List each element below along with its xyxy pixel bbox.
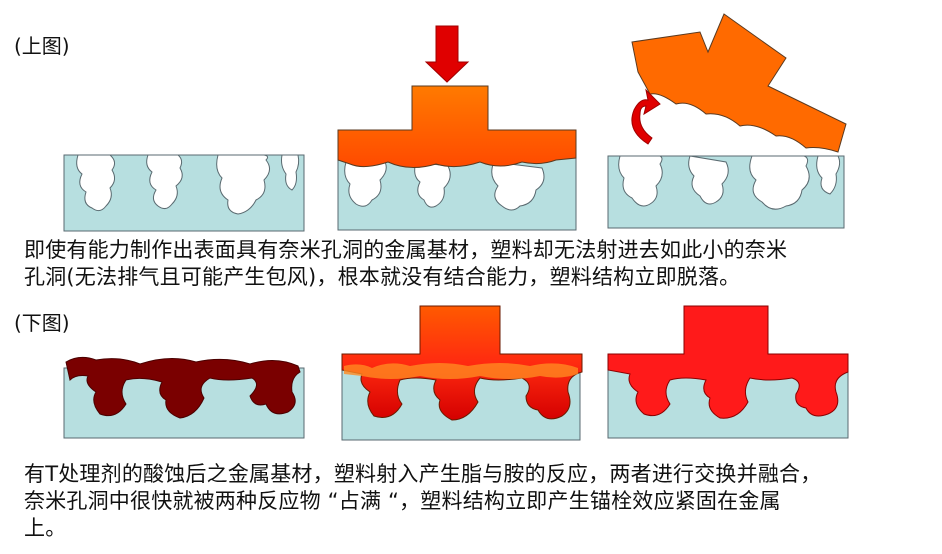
- top-panel-1-pore-1: [76, 154, 116, 212]
- bottom-section-label: (下图): [14, 311, 70, 335]
- bottom-caption-line-1: 有T处理剂的酸蚀后之金属基材，塑料射入产生脂与胺的反应，两者进行交换并融合，: [24, 462, 822, 486]
- bottom-panel-1-agent-layer: [65, 356, 301, 419]
- bottom-panel-2-plastic: [341, 305, 583, 421]
- top-panel-2-metal: [337, 157, 577, 231]
- bottom-caption: 有T处理剂的酸蚀后之金属基材，塑料射入产生脂与胺的反应，两者进行交换并融合， 奈…: [24, 461, 821, 542]
- top-caption: 即使有能力制作出表面具有奈米孔洞的金属基材，塑料却无法射进去如此小的奈米 孔洞(…: [24, 237, 787, 291]
- lift-off-arrow-icon: [631, 88, 661, 145]
- top-panel-2-plastic: [337, 85, 577, 168]
- top-panel-1-pore-3: [216, 154, 270, 215]
- top-panel-3-pore-3: [749, 155, 810, 210]
- press-down-arrow-icon: [424, 25, 470, 83]
- top-caption-line-2: 孔洞(无法排气且可能产生包风)，根本就没有结合能力，塑料结构立即脱落。: [24, 265, 741, 289]
- top-panel-3-pore-1: [618, 155, 663, 207]
- top-caption-line-1: 即使有能力制作出表面具有奈米孔洞的金属基材，塑料却无法射进去如此小的奈米: [24, 238, 788, 262]
- top-panel-3-pore-2: [688, 155, 729, 205]
- bottom-caption-line-3: 上。: [24, 516, 67, 540]
- top-panel-1-pore-4: [281, 154, 300, 191]
- bottom-caption-line-2: 奈米孔洞中很快就被两种反应物 “占满 “，塑料结构立即产生锚栓效应紧固在金属: [24, 489, 781, 513]
- top-panel-2-pore-2: [414, 161, 451, 208]
- top-panel-3-pore-4: [816, 155, 841, 195]
- top-panel-2-pore-1: [344, 159, 387, 207]
- top-panel-2-pore-3: [491, 161, 545, 211]
- top-panel-3-detached-plastic: [631, 13, 847, 153]
- top-panel-1-metal: [63, 154, 305, 232]
- bottom-panel-3-anchored-plastic: [607, 305, 849, 419]
- bottom-panel-2-reaction-zone: [344, 363, 578, 379]
- top-section-label: (上图): [14, 34, 70, 58]
- top-panel-3-metal: [607, 155, 845, 229]
- top-panel-1-pore-2: [146, 154, 183, 210]
